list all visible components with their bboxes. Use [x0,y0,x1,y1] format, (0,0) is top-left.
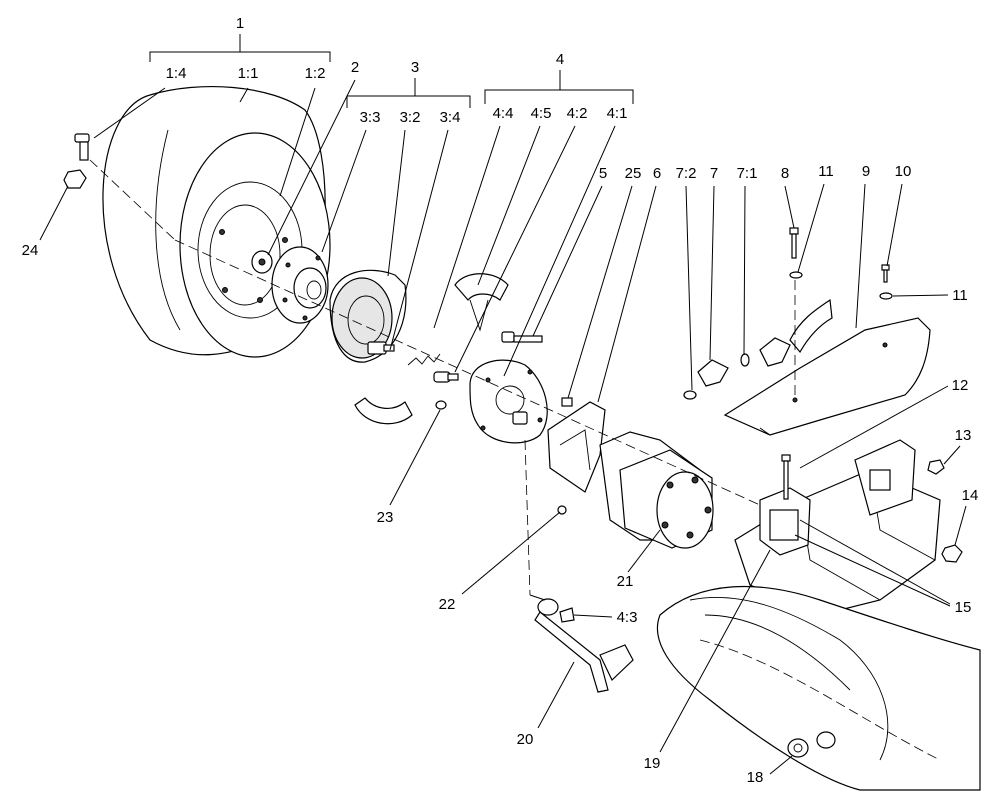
clip-4-3 [559,607,575,623]
lever-link [529,594,546,601]
nut-13 [927,459,945,475]
axis-line-bolt [89,159,176,241]
tire-wheel-assembly [102,85,331,358]
hydraulic-elbow-fitting [683,359,729,400]
callout-c20: 20 [517,731,534,748]
frame-rail [656,585,981,791]
callout-c15: 15 [955,599,972,616]
nut-22 [557,505,567,515]
drum-stud [367,341,395,355]
backing-plate [469,359,548,444]
callout-c12: 12 [952,377,969,394]
callout-c24: 24 [22,242,39,259]
callout-c11a: 11 [818,163,834,180]
callout-c9: 9 [862,163,870,180]
caster-mount-frame [734,439,941,616]
lug-bolt [74,133,90,161]
callout-c3-3: 3:3 [360,109,381,126]
callout-c4-1: 4:1 [607,105,628,122]
callout-c1-2: 1:2 [305,65,326,82]
callout-c10: 10 [895,163,912,180]
callout-c3-2: 3:2 [400,109,421,126]
callout-c18: 18 [747,769,764,786]
callout-c7: 7 [710,165,718,182]
callout-c3: 3 [411,59,419,76]
small-spacer [435,400,447,410]
brake-drum [329,269,407,363]
motor-mount-bracket [547,401,606,493]
cover-bolt-right [881,264,890,283]
washer-right [879,292,893,300]
callout-c4-4: 4:4 [493,105,514,122]
callout-c13: 13 [955,427,972,444]
callout-c4-2: 4:2 [567,105,588,122]
hose-end [759,298,833,367]
bracket-group-4 [484,70,634,104]
callout-c4: 4 [556,51,564,68]
callout-c22: 22 [439,596,456,613]
return-spring [407,353,441,366]
key [561,397,573,407]
callout-c8: 8 [781,165,789,182]
callout-c2: 2 [351,59,359,76]
callout-c11b: 11 [952,287,968,304]
o-ring [740,353,750,367]
callout-c19: 19 [644,755,661,772]
callout-c21: 21 [617,573,634,590]
callout-c3-4: 3:4 [440,109,461,126]
bearing-block [759,487,811,556]
callout-c1-4: 1:4 [166,65,187,82]
callout-c7-1: 7:1 [737,165,758,182]
wheel-hub [271,246,329,324]
plate-bolt [501,331,543,343]
assembly-centerline [174,239,761,506]
callout-c25: 25 [625,165,642,182]
bracket-group-3 [346,78,471,108]
brake-shoe-lower [354,397,413,425]
adjuster-pin [433,371,459,383]
brake-lever [534,598,634,693]
washer-left [789,271,803,279]
leader-lines [39,79,967,775]
nut-14 [941,544,963,563]
cover-bolt-left [789,227,799,259]
callout-c14: 14 [962,487,979,504]
callout-c6: 6 [653,165,661,182]
bracket-group-1 [149,34,331,62]
brake-shoe-upper [454,273,509,332]
lug-nut [63,169,87,189]
callout-c4-5: 4:5 [531,105,552,122]
callout-c23: 23 [377,509,394,526]
callout-c5: 5 [599,165,607,182]
lever-centerline [524,439,531,596]
callout-c4-3: 4:3 [617,609,638,626]
hydraulic-motor [599,431,714,549]
callout-c1-1: 1:1 [238,65,259,82]
callout-c1: 1 [236,15,244,32]
bolt-12 [781,454,791,500]
cover-plate [723,317,931,436]
bushings [787,731,836,758]
callout-c7-2: 7:2 [676,165,697,182]
